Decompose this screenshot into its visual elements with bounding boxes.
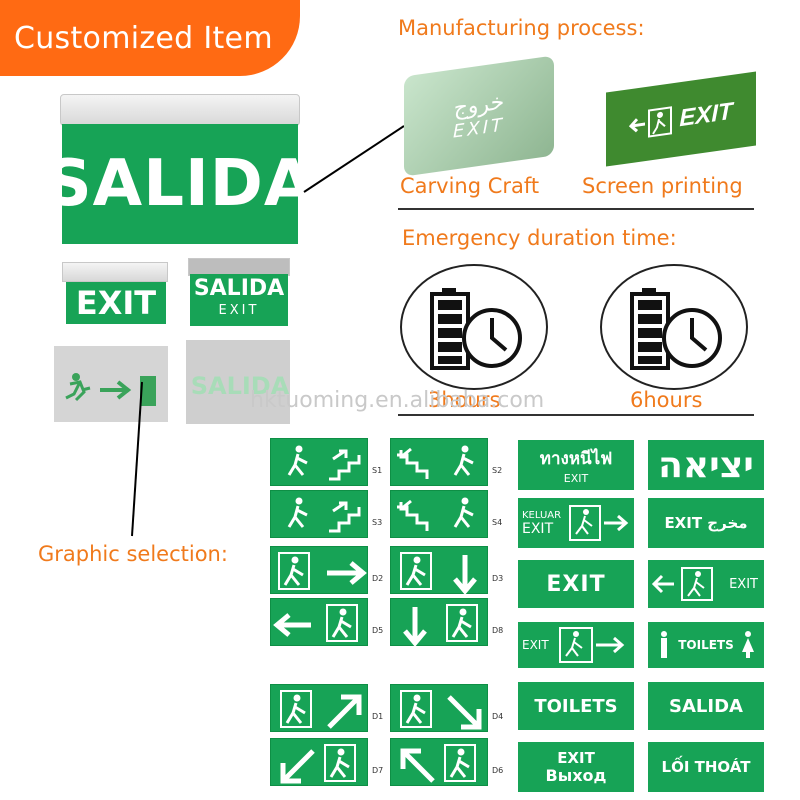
pictogram-code: D4 [492, 712, 504, 721]
running-man-arrow-icon [278, 552, 367, 590]
sign-thai-line2: EXIT [563, 472, 589, 485]
salida-ghost-text: SALIDA [190, 372, 290, 400]
pictogram-sign-d8[interactable] [390, 598, 488, 647]
salida-subtitle: EXIT [218, 303, 260, 318]
screen-print-sample-plate: EXIT [606, 71, 756, 167]
running-man-arrow-icon [403, 604, 478, 647]
running-man-arrow-icon [397, 445, 474, 479]
manufacturing-heading: Manufacturing process: [398, 16, 645, 40]
pictogram-code: S3 [372, 518, 383, 527]
sign-exit-vykhod-line1: EXIT [557, 749, 595, 767]
running-man-arrow-icon [400, 744, 476, 783]
running-man-arrow-icon [629, 106, 673, 138]
running-man-arrow-icon [559, 627, 625, 663]
pictogram-sign-d4[interactable] [390, 684, 488, 732]
divider-manufacturing [398, 208, 754, 210]
sign-toilets-icon-text: TOILETS [678, 638, 734, 652]
running-man-arrow-icon [280, 744, 356, 784]
running-man-arrow-icon [280, 690, 362, 729]
man-woman-icon [661, 631, 754, 658]
exit-sign-fixture: EXIT [66, 282, 166, 324]
sign-loi-thoat[interactable]: LỐI THOÁT [648, 742, 764, 792]
pictogram-code: D6 [492, 766, 504, 775]
duration-6hours: 6hours [630, 388, 703, 412]
pictogram-code: D2 [372, 574, 384, 583]
pointer-line-main [303, 125, 405, 193]
running-man-arrow-icon [397, 497, 474, 531]
pictogram-sign-s3[interactable] [270, 490, 368, 538]
sign-keluar-line1: KELUAR [522, 509, 562, 521]
pictogram-code: S2 [492, 466, 503, 475]
fixture-housing-main [60, 94, 300, 126]
salida-exit-sign-fixture: SALIDA EXIT [190, 274, 288, 326]
pictogram-sign-d5[interactable] [270, 598, 368, 646]
pictogram-sign-d1[interactable] [270, 684, 368, 732]
customized-item-banner: Customized Item [0, 0, 300, 76]
sign-keluar-line2: EXIT [522, 520, 554, 537]
sign-exit-left[interactable]: EXIT [648, 560, 764, 608]
carving-sample-plate: خروج EXIT [404, 55, 554, 177]
screen-print-exit-text: EXIT [679, 97, 733, 133]
pictogram-code: S4 [492, 518, 503, 527]
battery-option-6h [600, 264, 748, 390]
watermark-text: hktuoming.en.alibaba.com [250, 388, 545, 413]
battery-option-3h [400, 264, 548, 390]
sign-exit-plain[interactable]: EXIT [518, 560, 634, 608]
pictogram-sign-s4[interactable] [390, 490, 488, 538]
running-man-arrow-icon [400, 552, 477, 595]
running-man-arrow-icon [287, 497, 361, 533]
sign-exit-run-text: EXIT [522, 638, 549, 652]
divider-emergency [398, 414, 754, 416]
pictogram-sign-d6[interactable] [390, 738, 488, 786]
screen-printing-label: Screen printing [582, 174, 743, 198]
fixture-housing-exit [62, 262, 168, 282]
running-man-arrow-icon [652, 567, 713, 601]
sign-hebrew[interactable]: יציאה [648, 440, 764, 490]
pictogram-sign-s2[interactable] [390, 438, 488, 486]
duration-3hours: 3hours [428, 388, 501, 412]
running-man-arrow-icon [569, 505, 629, 541]
salida-title: SALIDA [193, 276, 285, 301]
pictogram-code: S1 [372, 466, 383, 475]
pointer-line-graphic [131, 381, 143, 537]
sign-exit-run[interactable]: EXIT [518, 622, 634, 668]
sign-exit-vykhod-line2: Bыxoд [545, 766, 607, 785]
sign-keluar[interactable]: KELUAR EXIT [518, 498, 634, 548]
pictogram-sign-d3[interactable] [390, 546, 488, 595]
sign-salida[interactable]: SALIDA [648, 682, 764, 730]
running-man-arrow-icon [287, 445, 361, 481]
running-man-arrow-icon [400, 690, 482, 730]
running-man-arrow-icon [65, 373, 156, 406]
graphic-selection-heading: Graphic selection: [38, 542, 228, 566]
battery-clock-icon [630, 288, 722, 370]
pictogram-code: D1 [372, 712, 384, 721]
pictogram-sign-d2[interactable] [270, 546, 368, 594]
sign-exit-vykhod[interactable]: EXIT Bыxoд [518, 742, 634, 792]
sign-thai-line1: ทางหนีไฟ [539, 449, 613, 469]
sign-toilets[interactable]: TOILETS [518, 682, 634, 730]
sign-exit-left-text: EXIT [729, 576, 758, 592]
emergency-heading: Emergency duration time: [402, 226, 677, 250]
carving-craft-label: Carving Craft [400, 174, 540, 198]
battery-clock-icon [430, 288, 522, 370]
sign-toilets-icon[interactable]: TOILETS [648, 622, 764, 668]
pictogram-sign-d7[interactable] [270, 738, 368, 786]
pictogram-code: D7 [372, 766, 384, 775]
grey-panel-salida [186, 340, 290, 424]
pictogram-code: D8 [492, 626, 504, 635]
running-man-arrow-icon [273, 604, 358, 642]
pictogram-code: D5 [372, 626, 384, 635]
pictogram-code: D3 [492, 574, 504, 583]
pictogram-sign-s1[interactable] [270, 438, 368, 486]
sign-exit-arabic[interactable]: EXIT مخرج [648, 498, 764, 548]
salida-sign-main: SALIDA [46, 124, 313, 244]
sign-thai[interactable]: ทางหนีไฟ EXIT [518, 440, 634, 490]
